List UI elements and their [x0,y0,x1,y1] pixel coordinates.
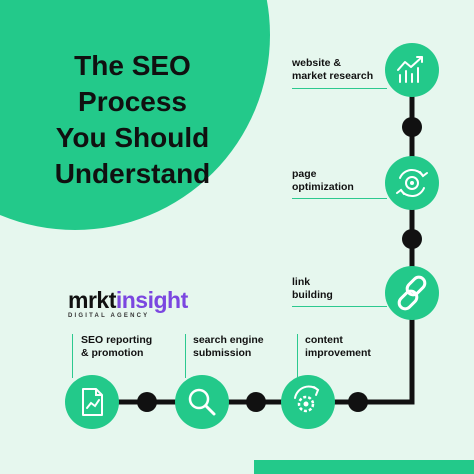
logo-word-mrkt: mrkt [68,287,116,313]
page-title: The SEO Process You Should Understand [0,48,265,192]
step-label-line: building [292,289,333,301]
title-line-1: The SEO [74,50,191,81]
connector-dot [246,392,266,412]
step-label-line: search engine [193,334,264,346]
bottom-accent-bar [254,460,474,474]
brand-logo: mrktinsight DIGITAL AGENCY [68,288,188,319]
report-document-icon [65,375,119,429]
step-label-line: website & [292,57,342,69]
logo-tagline: DIGITAL AGENCY [68,313,150,319]
connector-dot [402,117,422,137]
step-label-line: content [305,334,343,346]
title-line-2: Process [78,86,187,117]
label-rule [292,198,387,200]
step-label-line: optimization [292,181,354,193]
step-label-website-market-research: website & market research [292,57,373,83]
label-rule [72,334,74,378]
step-label-content-improvement: content improvement [305,334,371,360]
refresh-gear-icon [385,156,439,210]
step-label-line: page [292,168,317,180]
link-icon [385,266,439,320]
step-label-seo-reporting-promotion: SEO reporting & promotion [81,334,152,360]
connector-dot [348,392,368,412]
label-rule [292,306,387,308]
chart-growth-icon [385,43,439,97]
label-rule [185,334,187,378]
step-label-line: improvement [305,347,371,359]
title-line-3: You Should [55,122,210,153]
connector-dots [137,117,422,412]
title-line-4: Understand [54,158,211,189]
connector-dot [137,392,157,412]
connector-dot [402,229,422,249]
magnifier-icon [175,375,229,429]
gear-refresh-icon [281,375,335,429]
step-label-line: market research [292,70,374,82]
step-label-line: link [292,276,311,288]
label-rule [297,334,299,378]
step-label-line: submission [193,347,252,359]
step-label-link-building: link building [292,276,333,302]
step-label-page-optimization: page optimization [292,168,354,194]
step-label-line: SEO reporting [81,334,153,346]
label-rule [292,88,387,90]
step-label-search-engine-submission: search engine submission [193,334,264,360]
step-label-line: & promotion [81,347,144,359]
logo-word-insight: insight [115,287,188,313]
logo-wordmark: mrktinsight [68,288,188,312]
